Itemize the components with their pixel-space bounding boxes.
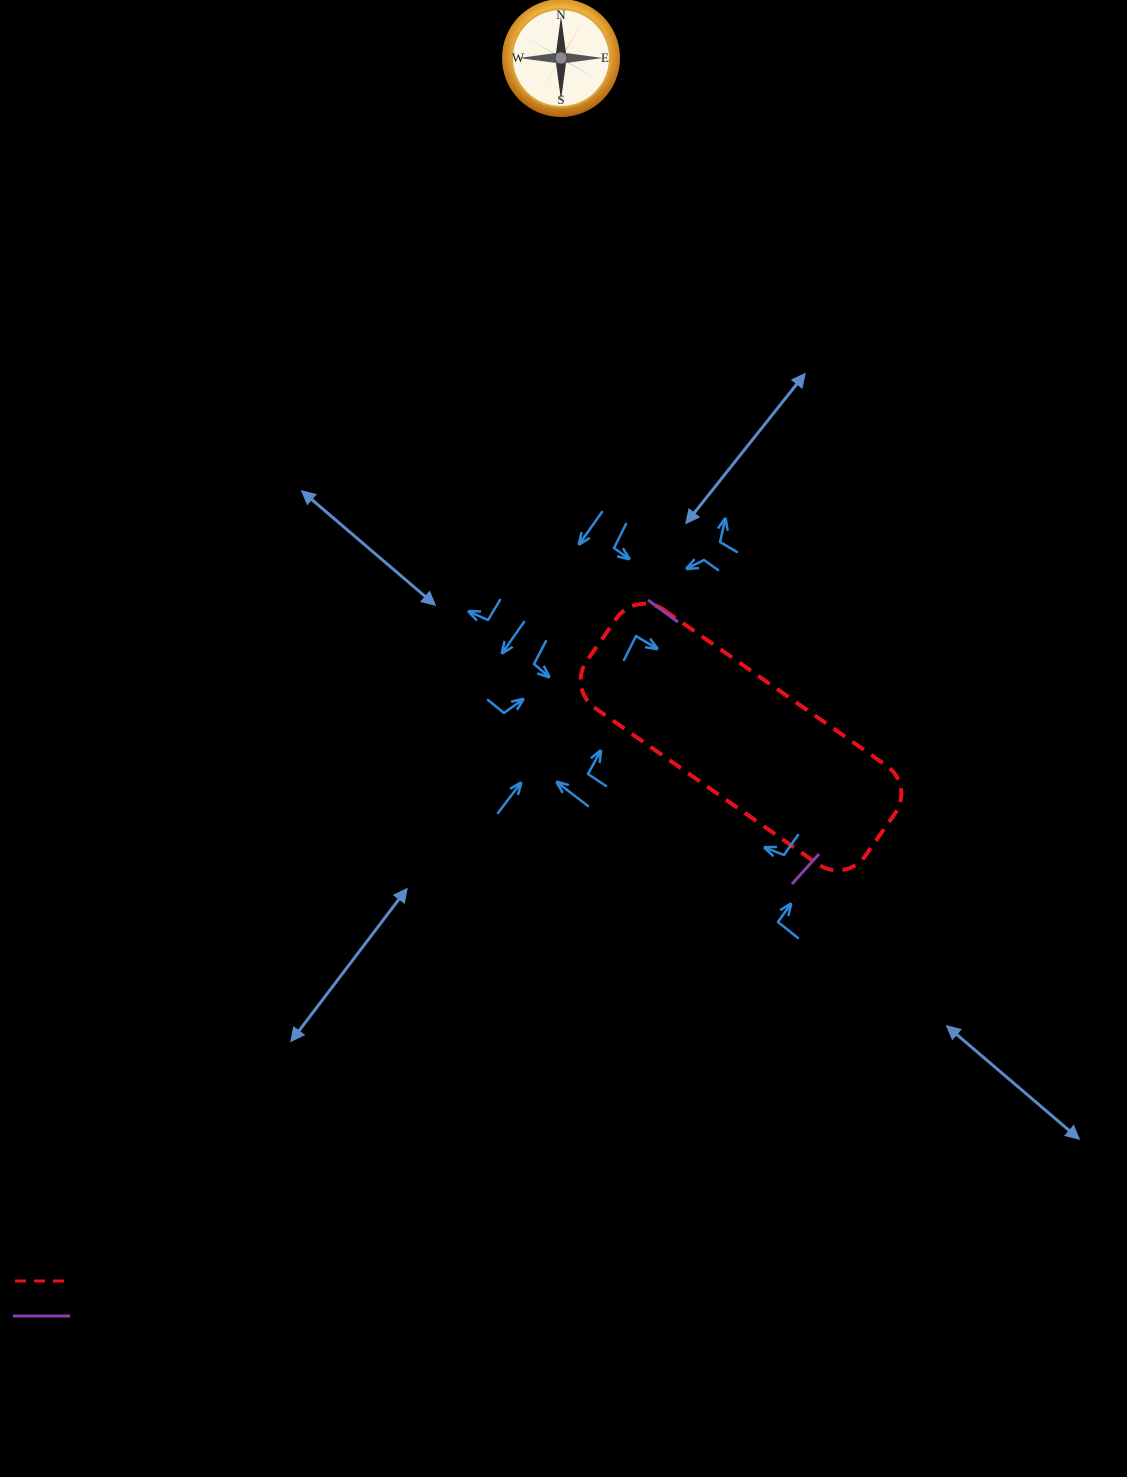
turn-arrow [580,510,604,543]
turn-arrow [486,700,522,715]
legend [13,1279,70,1318]
turn-arrow [470,598,502,620]
road-arrow-southwest [290,887,408,1043]
turn-arrow [612,522,628,558]
compass-south-label: S [557,92,564,107]
compass-cardinal-points [519,16,603,100]
turn-arrow [776,905,800,940]
turn-arrow [586,752,608,788]
compass-north-label: N [556,7,566,22]
turn-arrow [496,784,520,815]
turning-movement-arrows [470,510,800,940]
turn-arrow [720,520,739,554]
lane-closure-mark-south [790,852,821,886]
compass-rose-icon: N E S W [502,0,620,117]
turn-arrow [688,560,720,572]
road-arrow-northwest [300,490,437,606]
road-arrow-northeast [685,372,806,525]
compass-west-label: W [512,50,525,65]
lane-closure-mark-north [647,598,679,624]
compass-east-label: E [601,50,609,65]
road-direction-arrows [290,372,1081,1140]
compass-minor-points [526,23,596,93]
road-arrow-southeast [945,1025,1081,1140]
turn-arrow [766,833,800,855]
work-zone-boundary [578,601,904,873]
turn-arrow [622,634,656,662]
turn-arrow [558,783,590,808]
turn-arrow [503,620,526,652]
turn-arrow [532,639,548,676]
